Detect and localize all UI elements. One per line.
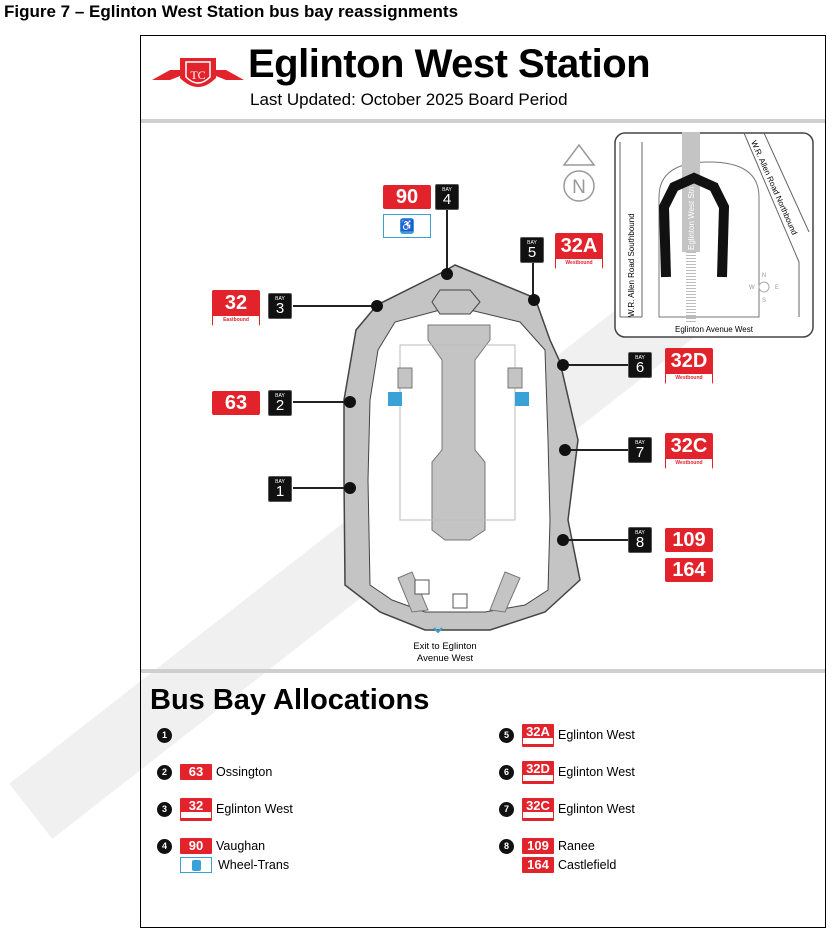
svg-text:N: N (572, 177, 586, 198)
route-badge-63: 63 (212, 391, 260, 415)
route-name: Ranee (558, 839, 595, 853)
route-badge: 90 (180, 838, 212, 854)
svg-text:N: N (762, 273, 766, 279)
svg-text:W: W (749, 285, 755, 291)
station-title: Eglinton West Station (248, 42, 651, 86)
svg-text:TC: TC (190, 68, 205, 82)
route-badge: 32 (180, 798, 212, 821)
route-badge: 32D (522, 761, 554, 784)
route-badge-90: 90 (383, 185, 431, 209)
last-updated: Last Updated: October 2025 Board Period (250, 90, 568, 109)
route-badge: 109 (522, 838, 554, 854)
route-name: Eglinton West (558, 802, 635, 816)
route-badge: 63 (180, 764, 212, 780)
wheelchair-icon (191, 859, 201, 871)
route-name: Ossington (216, 765, 273, 779)
bay-number-6: 6 (499, 765, 514, 780)
wheel-trans-badge (180, 857, 212, 873)
divider (141, 119, 825, 123)
map-frame (140, 35, 826, 928)
bay-number-1: 1 (157, 728, 172, 743)
location-inset-map: W.R. Allen Road Southbound W.R. Allen Ro… (614, 132, 814, 338)
bay-number-8: 8 (499, 839, 514, 854)
station-plan: Exit to Eglinton Avenue West (293, 208, 628, 664)
route-badge: 164 (522, 857, 554, 873)
route-name: Eglinton West (216, 802, 293, 816)
wheelchair-icon: ♿ (400, 218, 414, 234)
bay-number-3: 3 (157, 802, 172, 817)
svg-text:Eglinton West Stn: Eglinton West Stn (687, 187, 696, 250)
route-badge: 32A (522, 724, 554, 747)
exit-label: Exit to Eglinton (413, 641, 476, 652)
north-arrow-icon: N (562, 143, 596, 202)
svg-text:W.R. Allen Road Southbound: W.R. Allen Road Southbound (627, 213, 636, 317)
wheel-trans-badge: ♿ (383, 214, 431, 238)
route-badge: 32C (522, 798, 554, 821)
route-name: Eglinton West (558, 765, 635, 779)
allocations-title: Bus Bay Allocations (150, 684, 430, 716)
route-name: Castlefield (558, 858, 617, 872)
divider (141, 669, 825, 673)
route-badge-109: 109 (665, 528, 713, 552)
route-name: Vaughan (216, 839, 266, 853)
svg-text:S: S (762, 298, 766, 304)
route-name: Wheel-Trans (218, 858, 290, 872)
bay-number-2: 2 (157, 765, 172, 780)
bay-number-7: 7 (499, 802, 514, 817)
exit-label: Avenue West (417, 653, 474, 664)
figure-caption: Figure 7 – Eglinton West Station bus bay… (4, 2, 459, 21)
route-badge-164: 164 (665, 558, 713, 582)
svg-text:Eglinton Avenue West: Eglinton Avenue West (675, 325, 754, 334)
ttc-logo: TC (152, 58, 244, 87)
bay-number-5: 5 (499, 728, 514, 743)
svg-text:E: E (775, 285, 779, 291)
route-name: Eglinton West (558, 728, 635, 742)
bay-number-4: 4 (157, 839, 172, 854)
